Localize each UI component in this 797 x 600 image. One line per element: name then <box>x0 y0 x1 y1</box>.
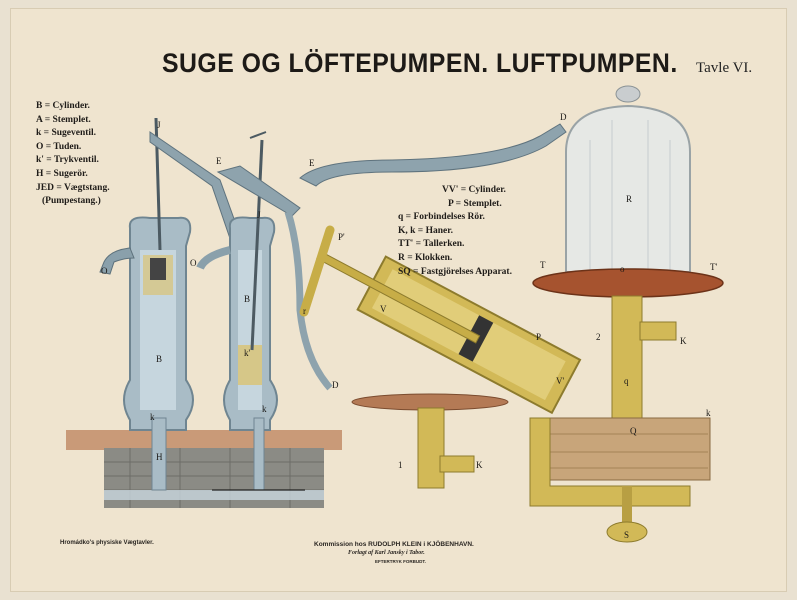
footer-publisher: Forlagt af Karl Jansky i Tabor. <box>348 550 425 556</box>
legend-item: P = Stemplet. <box>448 198 502 209</box>
legend-item: K, k = Haner. <box>398 225 453 236</box>
label-O-left: O <box>101 266 108 276</box>
legend-air-pump: VV' = Cylinder. P = Stemplet. q = Forbin… <box>398 184 512 279</box>
label-E-left: E <box>216 156 222 166</box>
legend-item: B = Cylinder. <box>36 101 90 111</box>
suction-pump <box>99 117 247 491</box>
footer-rights: EFTERTRYK FORBUDT. <box>375 559 426 564</box>
masonry-base <box>66 430 342 508</box>
label-J-right: J <box>257 210 261 220</box>
label-1: 1 <box>398 460 403 470</box>
label-q: q <box>624 376 629 386</box>
label-E-right: E <box>309 158 315 168</box>
label-D-bottom: D <box>332 380 339 390</box>
footer-series: Hromádko's physiske Vægtavler. <box>60 540 154 546</box>
diagram-labels: J E O B k H J E O B k' k D D P' r V P V'… <box>101 112 717 540</box>
label-Vprime: V' <box>556 376 564 386</box>
legend-item: TT' = Tallerken. <box>398 239 465 250</box>
label-Tprime: T' <box>710 262 717 272</box>
page-title: SUGE OG LÖFTEPUMPEN. LUFTPUMPEN. <box>162 48 678 78</box>
legend-item: O = Tuden. <box>36 141 82 152</box>
label-T: T <box>540 260 546 270</box>
legend-item: R = Klokken. <box>398 252 453 263</box>
plate-number: Tavle VI. <box>696 60 753 76</box>
footer-commission: Kommission hos RUDOLPH KLEIN i KJÖBENHAV… <box>314 541 474 548</box>
legend-item: SQ = Fastgjörelses Apparat. <box>398 266 512 277</box>
label-P: P <box>536 332 541 342</box>
legend-suction-pump: B = Cylinder. A = Stemplet. k = Sugevent… <box>36 100 110 209</box>
label-O-right: O <box>190 258 197 268</box>
label-J-left: J <box>157 120 161 130</box>
label-k-right: k <box>262 404 267 414</box>
label-B-right: B <box>244 294 250 304</box>
legend-item: k' = Trykventil. <box>36 155 99 166</box>
label-Q: Q <box>630 426 637 436</box>
legend-item: q = Forbindelses Rör. <box>398 212 485 223</box>
label-K-big: K <box>680 336 687 346</box>
label-D-top: D <box>560 112 567 122</box>
label-k-left: k <box>150 412 155 422</box>
air-pump <box>299 85 724 543</box>
label-2: 2 <box>596 332 601 342</box>
label-B-left: B <box>156 354 162 364</box>
legend-item: VV' = Cylinder. <box>442 185 506 195</box>
label-Pprime: P' <box>338 232 345 242</box>
legend-item: JED = Vægtstang. <box>36 182 110 193</box>
label-kprime: k' <box>244 348 251 358</box>
label-o: o <box>620 264 625 274</box>
legend-item: k = Sugeventil. <box>36 128 97 139</box>
label-V: V <box>380 304 387 314</box>
legend-item: H = Sugerör. <box>36 168 88 179</box>
label-R: R <box>626 194 632 204</box>
label-K-small: K <box>476 460 483 470</box>
label-k-big: k <box>706 408 711 418</box>
legend-item: A = Stemplet. <box>36 114 91 125</box>
label-S: S <box>624 530 629 540</box>
lift-pump <box>196 123 567 491</box>
legend-item: (Pumpestang.) <box>42 196 101 207</box>
label-H: H <box>156 452 163 462</box>
label-r: r <box>303 306 306 316</box>
